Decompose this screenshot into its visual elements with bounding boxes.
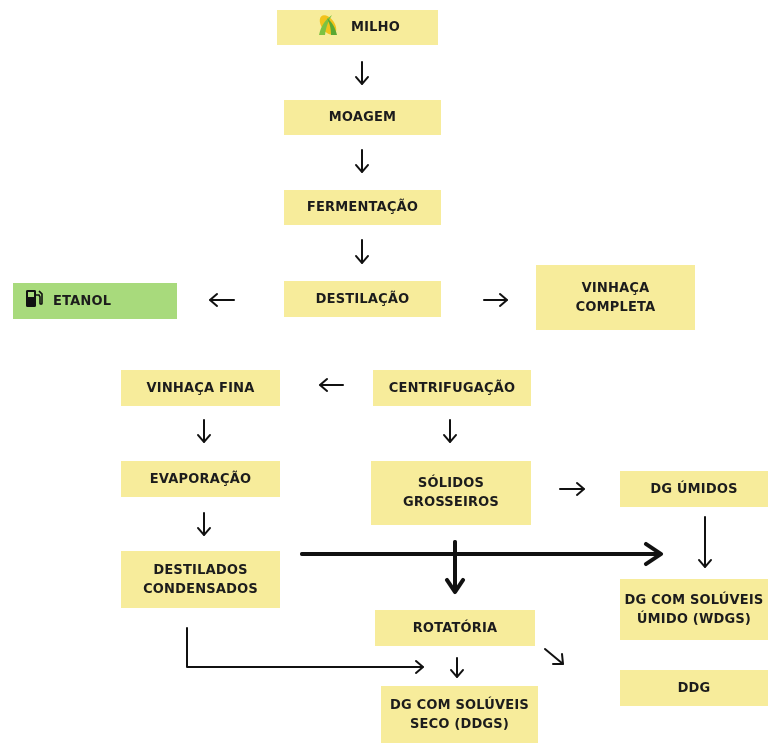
- node-destilados-condensados: DESTILADOS CONDENSADOS: [121, 551, 280, 608]
- node-fermentacao-label: FERMENTAÇÃO: [306, 200, 419, 215]
- arrow-rotatoria-ddgs: [450, 657, 464, 678]
- arrow-dgumidos-wdgs: [698, 516, 712, 568]
- node-moagem: MOAGEM: [284, 100, 441, 135]
- node-solidos-grosseiros: SÓLIDOS GROSSEIROS: [371, 461, 531, 525]
- node-wdgs: DG COM SOLÚVEIS ÚMIDO (WDGS): [620, 579, 768, 640]
- arrow-destilacao-vinhaca: [483, 293, 508, 307]
- node-ddg: DDG: [620, 670, 768, 706]
- node-ddgs: DG COM SOLÚVEIS SECO (DDGS): [381, 686, 538, 743]
- arrow-rotatoria-ddg: [544, 648, 564, 665]
- fuel-pump-icon: [25, 288, 43, 314]
- node-ddg-label: DDG: [677, 680, 711, 696]
- node-evaporacao-label: EVAPORAÇÃO: [149, 471, 252, 487]
- arrow-solidos-dgumidos: [559, 482, 585, 496]
- arrow-vinhacafina-evaporacao: [197, 419, 211, 443]
- node-solidos-grosseiros-label: SÓLIDOS GROSSEIROS: [402, 476, 499, 510]
- node-destilacao-label: DESTILAÇÃO: [315, 291, 410, 307]
- node-evaporacao: EVAPORAÇÃO: [121, 461, 280, 497]
- node-rotatoria: ROTATÓRIA: [375, 610, 535, 646]
- node-moagem-label: MOAGEM: [328, 110, 397, 125]
- node-destilacao: DESTILAÇÃO: [284, 281, 441, 317]
- node-centrifugacao-label: CENTRIFUGAÇÃO: [388, 380, 516, 396]
- node-centrifugacao: CENTRIFUGAÇÃO: [373, 370, 531, 406]
- arrow-destilados-ddgs: [186, 627, 424, 674]
- node-vinhaca-fina-label: VINHAÇA FINA: [146, 380, 255, 396]
- node-wdgs-label: DG COM SOLÚVEIS ÚMIDO (WDGS): [624, 592, 764, 627]
- node-milho: MILHO: [277, 10, 438, 45]
- arrow-fermentacao-destilacao: [355, 239, 369, 264]
- node-dg-umidos: DG ÚMIDOS: [620, 471, 768, 507]
- node-etanol: ETANOL: [13, 283, 177, 319]
- arrow-destilacao-etanol: [209, 293, 235, 307]
- arrow-centrifugacao-vinhacafina: [319, 378, 344, 392]
- arrow-milho-moagem: [355, 61, 369, 85]
- node-milho-label: MILHO: [351, 20, 400, 35]
- node-destilados-condensados-label: DESTILADOS CONDENSADOS: [143, 562, 258, 597]
- node-rotatoria-label: ROTATÓRIA: [412, 620, 498, 636]
- node-dg-umidos-label: DG ÚMIDOS: [650, 481, 738, 497]
- node-vinhaca-fina: VINHAÇA FINA: [121, 370, 280, 406]
- node-fermentacao: FERMENTAÇÃO: [284, 190, 441, 225]
- corn-icon: [315, 12, 341, 44]
- node-etanol-label: ETANOL: [53, 293, 112, 309]
- arrow-solidos-rotatoria: [445, 540, 465, 594]
- arrow-centrifugacao-solidos: [443, 419, 457, 443]
- node-vinhaca-completa: VINHAÇA COMPLETA: [536, 265, 695, 330]
- node-ddgs-label: DG COM SOLÚVEIS SECO (DDGS): [390, 697, 529, 732]
- arrow-moagem-fermentacao: [355, 149, 369, 173]
- node-vinhaca-completa-label: VINHAÇA COMPLETA: [575, 280, 656, 315]
- arrow-evaporacao-destilados: [197, 512, 211, 536]
- arrow-destilados-wdgs: [300, 542, 663, 566]
